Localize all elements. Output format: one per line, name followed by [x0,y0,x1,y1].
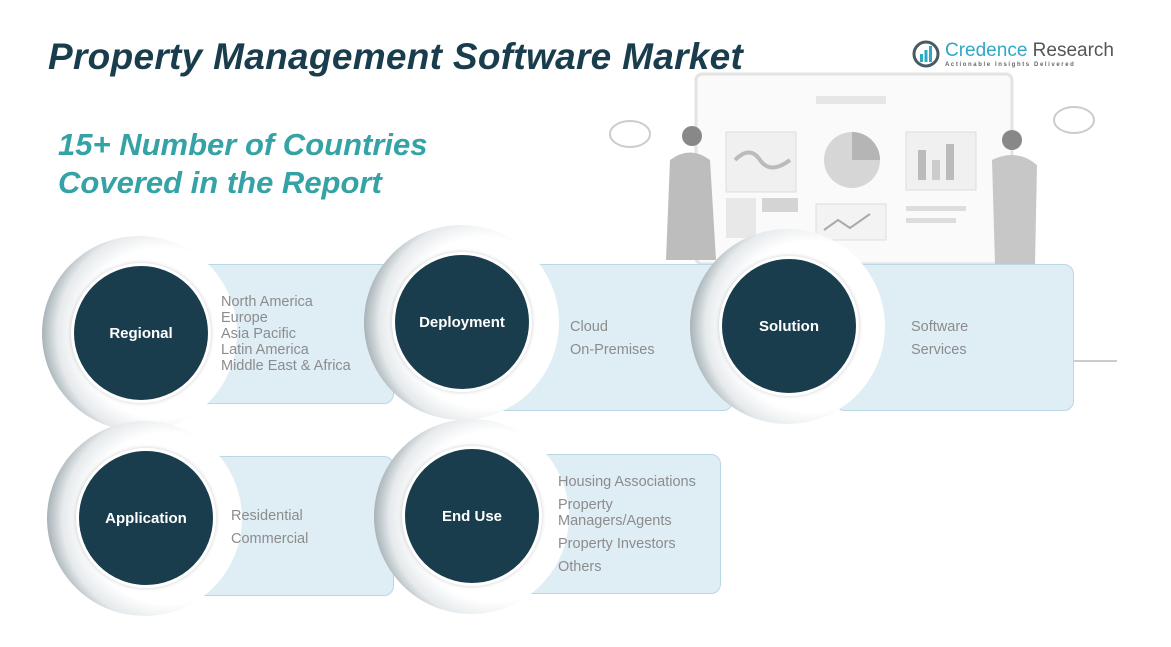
segment-label-deployment: Deployment [392,252,532,392]
logo-chart-icon [912,40,940,68]
segment-label-solution: Solution [719,256,859,396]
segment-label-application: Application [76,448,216,588]
segment-label-end-use: End Use [402,446,542,586]
page-title: Property Management Software Market [48,36,744,77]
segment-label-regional: Regional [71,263,211,403]
presentation-illustration [609,72,1117,362]
